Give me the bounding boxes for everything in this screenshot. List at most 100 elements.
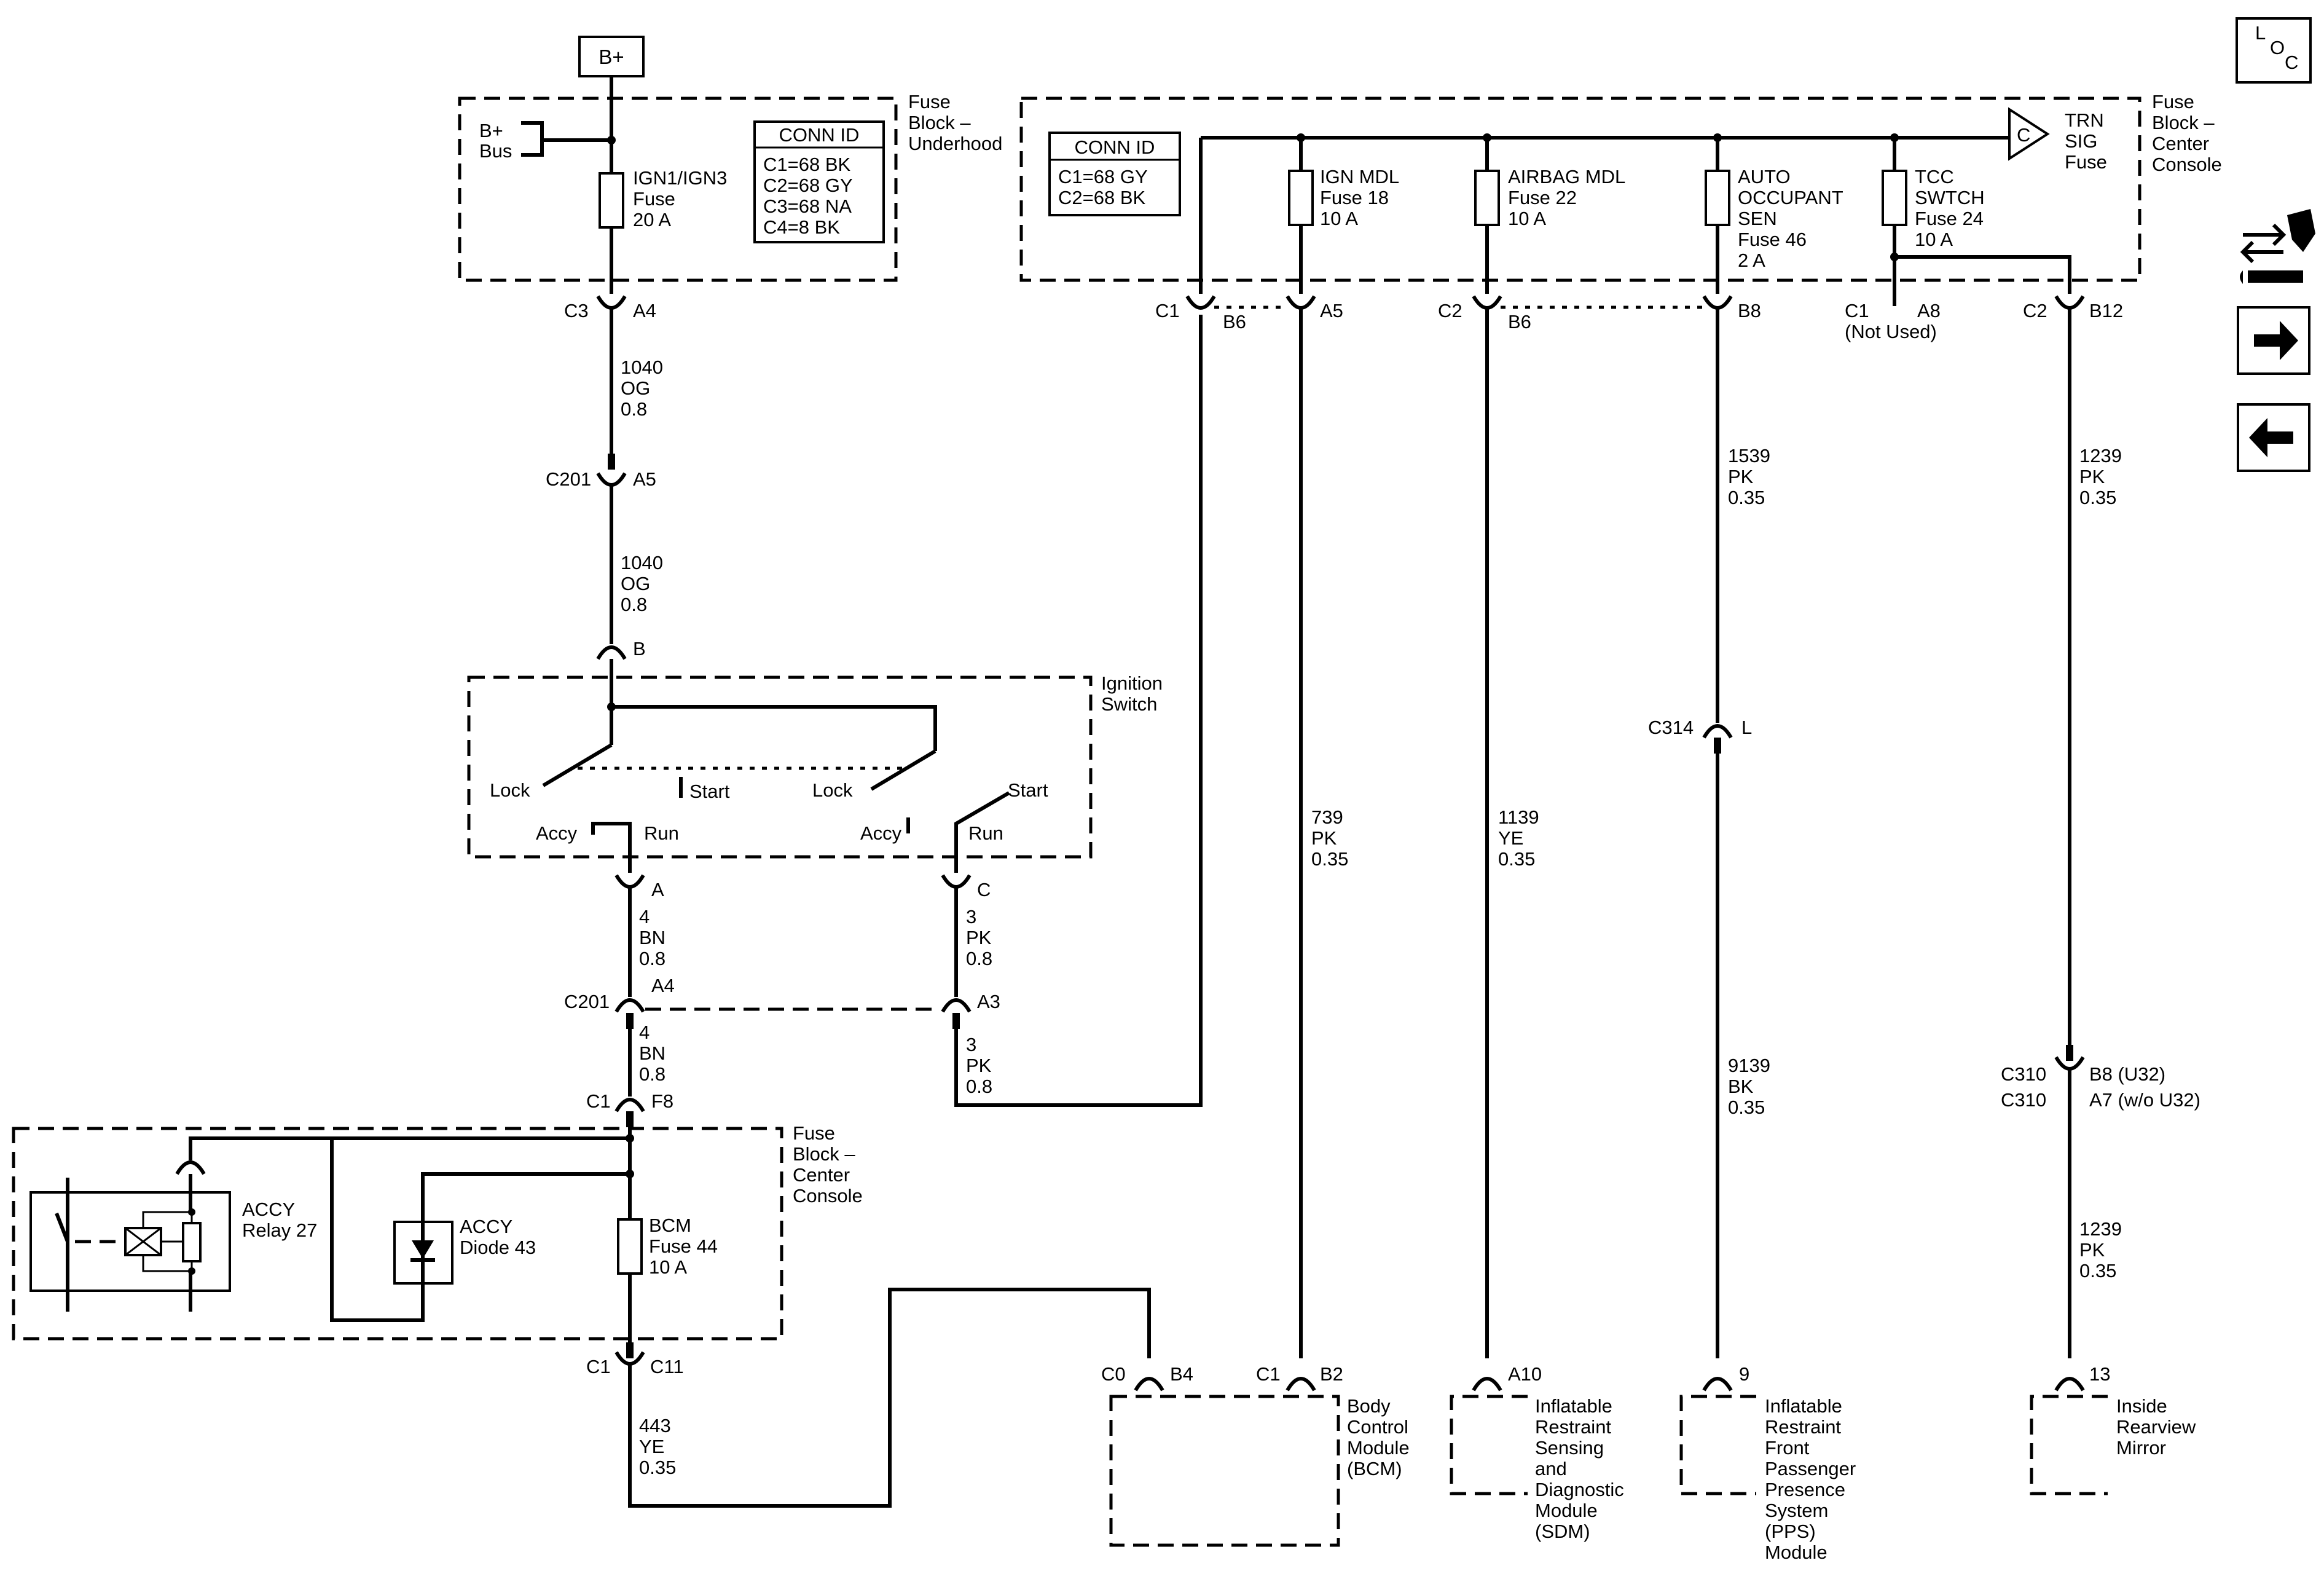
- svg-text:Block –: Block –: [2152, 112, 2215, 133]
- wire-label: 1239: [2079, 1218, 2122, 1240]
- svg-text:Block –: Block –: [793, 1143, 855, 1165]
- diode-symbol: [412, 1240, 434, 1259]
- connector-c2-b6: [1472, 295, 1502, 310]
- wire-label: 0.8: [621, 594, 647, 615]
- switch-pos-label: Start: [1008, 779, 1048, 801]
- wire-label: 3: [966, 906, 976, 927]
- module-label: Module: [1535, 1500, 1598, 1521]
- conn-label: C1: [1845, 300, 1869, 321]
- connector-relay: [175, 1160, 206, 1175]
- conn-label: B2: [1320, 1363, 1343, 1385]
- bus-label-2: Bus: [479, 140, 512, 162]
- fuse-bcm-label: Fuse 44: [649, 1235, 718, 1257]
- module-mirror: [2030, 1395, 2108, 1495]
- conn-id-row: C2=68 GY: [763, 175, 853, 196]
- conn-label: C0: [1101, 1363, 1126, 1385]
- module-label: Sensing: [1535, 1437, 1604, 1459]
- module-label: and: [1535, 1458, 1567, 1479]
- module-label: Presence: [1765, 1479, 1845, 1500]
- connector-c1-b2: [1286, 1377, 1316, 1392]
- loc-button[interactable]: L O C: [2236, 17, 2312, 84]
- ignition-switch-title: Switch: [1101, 693, 1157, 715]
- connector-a10: [1472, 1377, 1502, 1392]
- fuse-ign-label: IGN1/IGN3: [633, 167, 727, 189]
- fuse-ign-mdl-18: [1288, 170, 1314, 226]
- switch-pos-label: Run: [644, 822, 679, 844]
- fuse-bcm-rating: 10 A: [649, 1256, 687, 1278]
- conn-label: A7 (w/o U32): [2089, 1089, 2200, 1111]
- svg-text:Console: Console: [793, 1185, 863, 1207]
- fuse-label: Fuse 46: [1738, 229, 1807, 250]
- wire-diode-feed: [330, 1138, 630, 1322]
- wire-label: PK: [966, 927, 992, 948]
- fuse-block-center-console-top: [1019, 96, 2141, 282]
- conn-label: A5: [633, 468, 656, 490]
- conn-label: C11: [650, 1356, 684, 1377]
- conn-id-row: C2=68 BK: [1058, 187, 1146, 208]
- wire-label: 0.35: [1311, 848, 1348, 870]
- connector-c: [941, 874, 972, 889]
- module-label: Inside: [2116, 1395, 2167, 1417]
- fuse-airbag-mdl-22: [1474, 170, 1500, 226]
- conn-label: 13: [2089, 1363, 2110, 1385]
- switch-pos-label: Run: [968, 822, 1003, 844]
- wire-label: 0.35: [1498, 848, 1535, 870]
- connector-c314: [1702, 724, 1733, 739]
- diode-label: ACCY: [460, 1216, 512, 1237]
- conn-label: C3: [564, 300, 589, 321]
- wire-label: 739: [1311, 806, 1343, 828]
- conn-id-box-center: [1048, 132, 1181, 216]
- switch-pos-label: Accy: [536, 822, 578, 844]
- conn-label: C2: [2023, 300, 2047, 321]
- diode-label: Diode 43: [460, 1237, 536, 1258]
- wire-label: BN: [639, 1042, 665, 1064]
- module-label: Inflatable: [1765, 1395, 1842, 1417]
- conn-label: A10: [1508, 1363, 1542, 1385]
- bus-label: B+: [479, 120, 503, 141]
- wire-label: 3: [966, 1034, 976, 1055]
- fuse-label: AUTO: [1738, 166, 1791, 187]
- fuse-tcc-swtch-24: [1882, 170, 1907, 226]
- switch-pos-label: Accy: [860, 822, 902, 844]
- wire-label: PK: [1311, 827, 1337, 849]
- module-label: Passenger: [1765, 1458, 1856, 1479]
- power-label: B+: [599, 45, 624, 68]
- fuse-ign-label-2: Fuse: [633, 188, 675, 210]
- conn-label: B4: [1170, 1363, 1193, 1385]
- wire-tcc-out: [1893, 225, 2071, 294]
- conn-label: C1: [1155, 300, 1180, 321]
- conn-id-title: CONN ID: [1075, 136, 1155, 158]
- wire-label: OG: [621, 573, 650, 594]
- service-connector-icon[interactable]: [2240, 209, 2315, 284]
- connector-c201-a5: [596, 472, 627, 487]
- prev-page-button[interactable]: [2237, 403, 2310, 472]
- wire-label: 0.35: [1728, 1097, 1765, 1118]
- next-page-button[interactable]: [2237, 306, 2310, 375]
- fuse-label: AIRBAG MDL: [1508, 166, 1625, 187]
- svg-text:Fuse: Fuse: [908, 91, 951, 112]
- conn-label: C1: [1256, 1363, 1281, 1385]
- wire-label: 1539: [1728, 445, 1770, 467]
- trn-sig-label: Fuse: [2065, 151, 2107, 173]
- contact-run-right: [954, 791, 1010, 848]
- conn-label: C201: [546, 468, 591, 490]
- conn-id-title: CONN ID: [779, 124, 860, 146]
- fuse-ign1-ign3: [599, 172, 624, 229]
- connector-c2-b12: [2054, 295, 2085, 310]
- wire-label: 0.8: [966, 948, 992, 969]
- svg-text:Center: Center: [793, 1164, 850, 1186]
- ignition-switch: [467, 675, 1093, 859]
- wire-label: BN: [639, 927, 665, 948]
- svg-text:Underhood: Underhood: [908, 133, 1002, 154]
- conn-label: B6: [1223, 311, 1246, 333]
- module-label: Rearview: [2116, 1416, 2196, 1438]
- wire-label: 1139: [1498, 806, 1539, 828]
- module-label: (SDM): [1535, 1521, 1590, 1542]
- switch-blade-right: [870, 749, 936, 791]
- fuse-label: OCCUPANT: [1738, 187, 1843, 208]
- connector-c1-f8: [614, 1098, 645, 1112]
- relay-label: Relay 27: [242, 1219, 317, 1241]
- module-label: Restraint: [1535, 1416, 1611, 1438]
- conn-id-row: C1=68 BK: [763, 154, 851, 175]
